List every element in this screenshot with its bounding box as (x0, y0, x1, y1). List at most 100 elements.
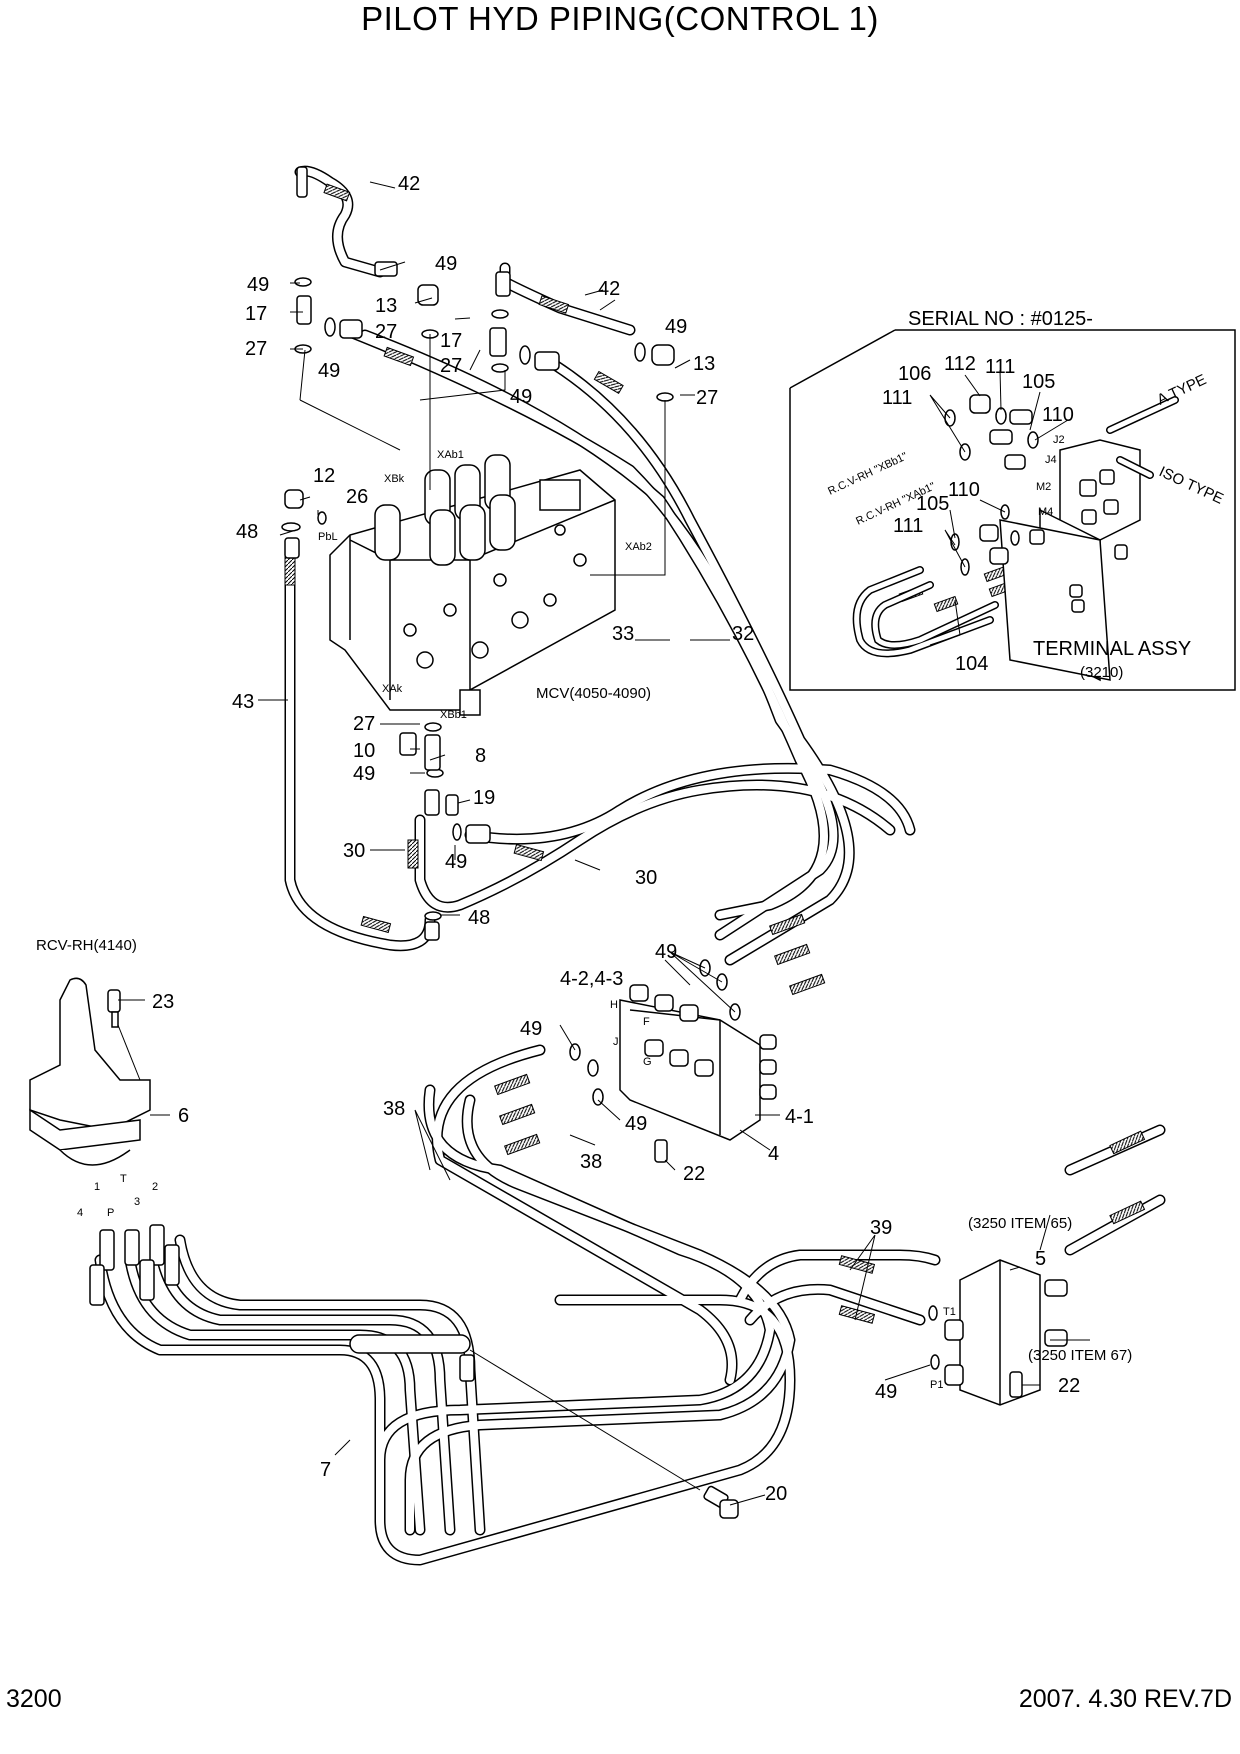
rcv-port-p: P (107, 1207, 114, 1219)
revision-date: 2007. 4.30 REV.7D (1018, 1685, 1232, 1713)
callout-17a: 17 (245, 303, 267, 325)
inset-callout-110b: 110 (948, 479, 980, 501)
callout-27b: 27 (375, 321, 397, 343)
rcv-port-t: T (120, 1173, 127, 1185)
callout-27c: 27 (440, 355, 462, 377)
inset-callout-112: 112 (944, 353, 976, 375)
inset-callout-104: 104 (955, 653, 988, 675)
port-pbl: PbL (318, 531, 338, 543)
inset-callout-105b: 105 (916, 493, 949, 515)
leader-lines (117, 181, 1090, 1506)
inset-callout-105a: 105 (1022, 371, 1055, 393)
port-xab2: XAb2 (625, 541, 652, 553)
callout-20: 20 (765, 1483, 787, 1505)
port-xbk: XBk (384, 473, 405, 485)
callout-13a: 13 (375, 295, 397, 317)
callout-10: 10 (353, 740, 375, 762)
callout-27a: 27 (245, 338, 267, 360)
port-j: J (613, 1036, 619, 1048)
inset-callout-111a: 111 (985, 356, 1015, 378)
callout-49b: 49 (247, 274, 269, 296)
rcv-xbb1-label: R.C.V-RH "XBb1" (826, 450, 909, 497)
port-g: G (643, 1056, 652, 1068)
port-t1: T1 (943, 1306, 956, 1318)
callout-26: 26 (346, 486, 368, 508)
iso-type-label: ISO TYPE (1156, 463, 1226, 508)
inset-callout-110a: 110 (1042, 404, 1074, 426)
rcv-port-3: 3 (134, 1196, 140, 1208)
callout-12: 12 (313, 465, 335, 487)
port-xak: XAk (382, 683, 403, 695)
serial-inset (789, 329, 1236, 691)
callout-27d: 27 (696, 387, 718, 409)
inset-port-m4: M4 (1038, 506, 1053, 518)
callout-49k: 49 (875, 1381, 897, 1403)
callout-38a: 38 (383, 1098, 405, 1120)
callout-49e: 49 (665, 316, 687, 338)
callout-13b: 13 (693, 353, 715, 375)
inset-port-m2: M2 (1036, 481, 1051, 493)
item-65-label: (3250 ITEM 65) (968, 1215, 1072, 1232)
callout-49i: 49 (520, 1018, 542, 1040)
callout-32: 32 (732, 623, 754, 645)
rcv-port-1: 1 (94, 1181, 100, 1193)
hose-lines (94, 165, 1166, 1566)
inset-callout-111c: 111 (893, 515, 923, 537)
page-title: PILOT HYD PIPING(CONTROL 1) (361, 0, 879, 37)
page-number: 3200 (6, 1685, 62, 1713)
callout-30b: 30 (635, 867, 657, 889)
callout-38b: 38 (580, 1151, 602, 1173)
callout-33: 33 (612, 623, 634, 645)
callout-39: 39 (870, 1217, 892, 1239)
rcv-port-4: 4 (77, 1207, 83, 1219)
port-p1: P1 (930, 1379, 943, 1391)
callout-27e: 27 (353, 713, 375, 735)
rcv-port-2: 2 (152, 1181, 158, 1193)
port-xab1: XAb1 (437, 449, 464, 461)
inset-port-j4: J4 (1045, 454, 1057, 466)
port-f: F (643, 1016, 650, 1028)
callout-8: 8 (475, 745, 486, 767)
callout-4-1: 4-1 (785, 1106, 814, 1128)
callout-49f: 49 (353, 763, 375, 785)
callout-49c: 49 (318, 360, 340, 382)
callout-49j: 49 (625, 1113, 647, 1135)
port-h: H (610, 999, 618, 1011)
callout-4: 4 (768, 1143, 779, 1165)
callout-42b: 42 (598, 278, 620, 300)
inset-callout-111b: 111 (882, 387, 912, 409)
callout-4-2-4-3: 4-2,4-3 (560, 968, 623, 990)
callout-19: 19 (473, 787, 495, 809)
rcv-label: RCV-RH(4140) (36, 937, 137, 954)
callout-6: 6 (178, 1105, 189, 1127)
callout-17b: 17 (440, 330, 462, 352)
fittings (29, 166, 1068, 1519)
callout-43: 43 (232, 691, 254, 713)
callout-5: 5 (1035, 1248, 1046, 1270)
a-type-label: A TYPE (1155, 371, 1210, 408)
item-67-label: (3250 ITEM 67) (1028, 1347, 1132, 1364)
callout-23: 23 (152, 991, 174, 1013)
callout-42a: 42 (398, 173, 420, 195)
main-control-valve (329, 454, 616, 716)
callout-30a: 30 (343, 840, 365, 862)
terminal-ref-label: (3210) (1080, 664, 1123, 681)
terminal-assy-label: TERMINAL ASSY (1033, 638, 1191, 660)
callout-49h: 49 (655, 941, 677, 963)
callout-7: 7 (320, 1459, 331, 1481)
callout-49d: 49 (510, 386, 532, 408)
callout-48a: 48 (236, 521, 258, 543)
callout-49g: 49 (445, 851, 467, 873)
inset-port-j2: J2 (1053, 434, 1065, 446)
callout-48b: 48 (468, 907, 490, 929)
mcv-label: MCV(4050-4090) (536, 685, 651, 702)
port-xbb1: XBb1 (440, 709, 467, 721)
callout-49a: 49 (435, 253, 457, 275)
callout-labels: 42 49 49 17 13 27 49 27 17 27 49 42 49 1… (152, 173, 1080, 1505)
inset-callout-106: 106 (898, 363, 931, 385)
reference-labels: MCV(4050-4090) RCV-RH(4140) (3250 ITEM 6… (36, 449, 1132, 1391)
callout-22a: 22 (683, 1163, 705, 1185)
serial-label: SERIAL NO : #0125- (908, 308, 1093, 330)
callout-22b: 22 (1058, 1375, 1080, 1397)
